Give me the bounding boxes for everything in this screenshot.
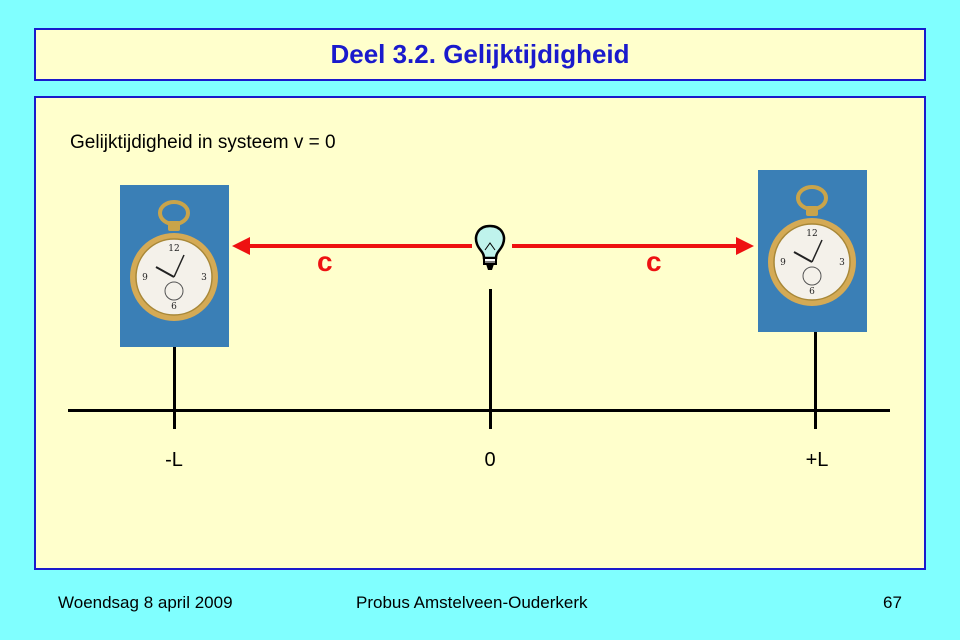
right-clock-marker: [814, 332, 817, 429]
svg-text:6: 6: [809, 287, 815, 297]
pocket-watch-icon: 12 3 6 9: [120, 185, 229, 347]
axis-label-plus-l: +L: [805, 449, 829, 471]
svg-text:6: 6: [171, 302, 177, 312]
footer-date: Woendsag 8 april 2009: [58, 593, 233, 612]
left-clock-marker: [173, 347, 176, 429]
svg-text:3: 3: [839, 258, 845, 268]
title-box: Deel 3.2. Gelijktijdigheid: [34, 28, 926, 81]
light-bulb-icon: [474, 224, 506, 270]
axis-label-minus-l: -L: [165, 449, 183, 471]
footer-organization: Probus Amstelveen-Ouderkerk: [356, 593, 588, 612]
svg-text:12: 12: [806, 229, 817, 239]
light-speed-label-left: c: [317, 246, 333, 277]
pocket-watch-icon: 12 3 6 9: [758, 170, 867, 332]
center-marker: [489, 289, 492, 429]
svg-text:9: 9: [780, 258, 786, 268]
subtitle: Gelijktijdigheid in systeem v = 0: [70, 132, 336, 153]
position-axis: [68, 409, 890, 412]
svg-text:3: 3: [201, 273, 207, 283]
footer-page-number: 67: [883, 593, 902, 612]
light-arrow-left: [232, 237, 472, 255]
axis-label-zero: 0: [484, 449, 496, 471]
slide-title: Deel 3.2. Gelijktijdigheid: [330, 39, 630, 69]
svg-text:12: 12: [168, 244, 179, 254]
svg-text:9: 9: [142, 273, 148, 283]
light-arrow-right: [512, 237, 754, 255]
light-speed-label-right: c: [646, 246, 662, 277]
